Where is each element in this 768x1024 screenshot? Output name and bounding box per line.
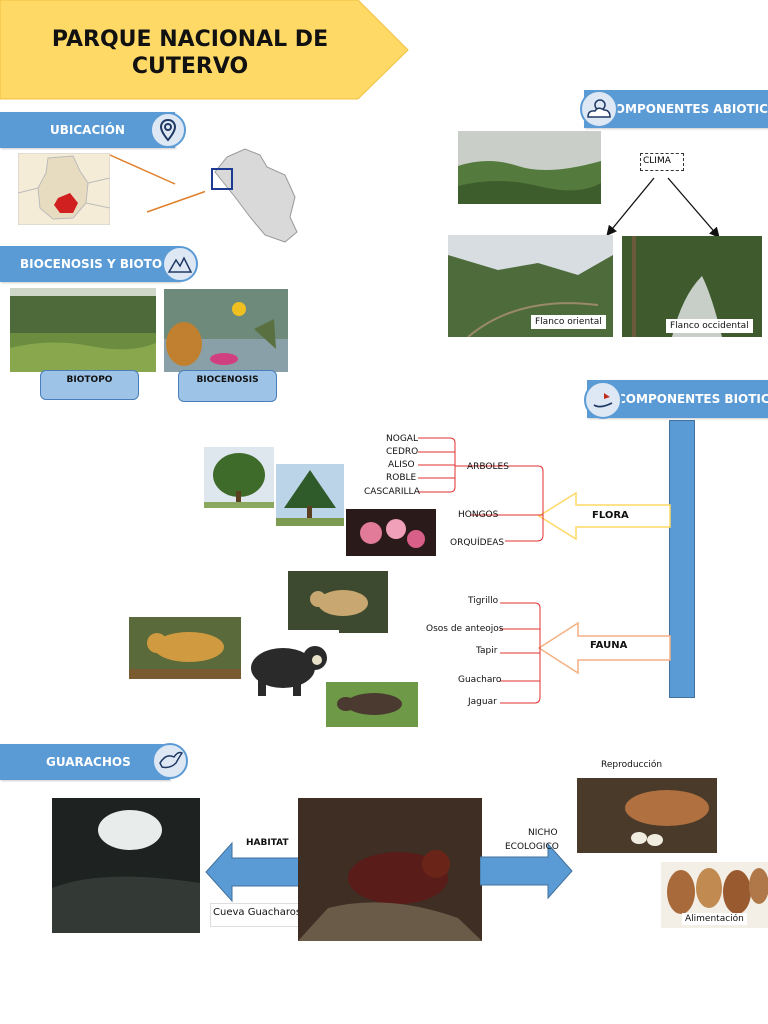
section-biocenosis-biotopo: BIOCENOSIS Y BIOTOPO [0, 246, 182, 282]
biotopo-label: BIOTOPO [66, 375, 113, 385]
map-cutervo [18, 153, 110, 225]
habitat-label: HABITAT [246, 838, 289, 848]
section-abioticos: COMPONENTES ABIOTICOS [584, 90, 768, 128]
nicho-label-1: NICHO [528, 828, 558, 838]
animal-guacharo: Guacharo [458, 675, 502, 685]
mountain-trees-icon [162, 246, 198, 282]
nicho-label-2: ECOLOGICO [505, 842, 559, 852]
animal-tigrillo: Tigrillo [468, 596, 499, 606]
section-biocenosis-label: BIOCENOSIS Y BIOTOPO [20, 257, 182, 271]
tapir-photo [326, 682, 418, 727]
tree-photo-2 [276, 464, 344, 526]
title-banner [0, 0, 409, 100]
clima-box: CLIMA [640, 153, 684, 171]
orquideas-label: ORQUÍDEAS [450, 538, 505, 548]
hongos-label: HONGOS [458, 510, 499, 520]
biocenosis-caption: BIOCENOSIS [178, 370, 277, 402]
biocenosis-label: BIOCENOSIS [196, 375, 259, 385]
bioticos-vertical-bar [669, 420, 695, 698]
tree-nogal: NOGAL [386, 434, 418, 444]
habitat-arrow [205, 841, 300, 903]
hand-bird-icon [584, 381, 622, 419]
flora-arrow [537, 491, 671, 541]
tree-cascarilla: CASCARILLA [364, 487, 420, 497]
flanco-occidental-label: Flanco occidental [666, 319, 753, 333]
animal-oso: Osos de anteojos [426, 624, 504, 634]
map-connector-lines [109, 154, 216, 213]
jaguar-photo [129, 617, 241, 679]
nicho-arrow [480, 842, 573, 900]
clima-arrows [606, 177, 720, 238]
location-pin-icon [150, 112, 186, 148]
flora-label: FLORA [592, 510, 629, 521]
section-guarachos-label: GUARACHOS [46, 755, 131, 769]
title-line-1: PARQUE NACIONAL DE [51, 27, 329, 52]
biotopo-caption: BIOTOPO [40, 370, 139, 400]
clima-label: CLIMA [643, 156, 671, 166]
bear-photo [243, 630, 339, 700]
reproduccion-label: Reproducción [601, 760, 663, 770]
alimentacion-label: Alimentación [682, 913, 747, 925]
section-guarachos: GUARACHOS [0, 744, 170, 780]
biocenosis-photo [164, 289, 288, 372]
abiotic-forest-photo [458, 131, 601, 204]
sun-cloud-icon [580, 90, 618, 128]
section-bioticos-label: COMPONENTES BIOTICOS [617, 392, 768, 406]
tree-roble: ROBLE [386, 473, 417, 483]
animal-jaguar: Jaguar [468, 697, 497, 707]
tree-cedro: CEDRO [386, 447, 419, 457]
guacharo-photo [298, 798, 482, 941]
cave-photo [52, 798, 200, 933]
tigrillo-photo [288, 571, 388, 633]
flora-brackets [418, 437, 544, 542]
title-line-2: CUTERVO [131, 54, 249, 79]
section-abioticos-label: COMPONENTES ABIOTICOS [606, 102, 768, 116]
orchid-photo [346, 509, 436, 556]
bird-icon [152, 743, 188, 779]
map-peru [205, 147, 305, 245]
page-title: PARQUE NACIONAL DE CUTERVO [30, 26, 350, 80]
biotopo-photo [10, 288, 156, 372]
fauna-arrow [537, 621, 671, 675]
tree-photo-1 [204, 447, 274, 508]
section-ubicacion: UBICACIÓN [0, 112, 175, 148]
animal-tapir: Tapir [476, 646, 498, 656]
section-ubicacion-label: UBICACIÓN [50, 123, 125, 137]
flanco-oriental-label: Flanco oriental [531, 315, 606, 329]
fauna-label: FAUNA [590, 640, 628, 651]
reproduccion-photo [577, 778, 717, 853]
arboles-label: ARBOLES [467, 462, 509, 472]
tree-aliso: ALISO [388, 460, 415, 470]
fauna-brackets [500, 602, 541, 704]
